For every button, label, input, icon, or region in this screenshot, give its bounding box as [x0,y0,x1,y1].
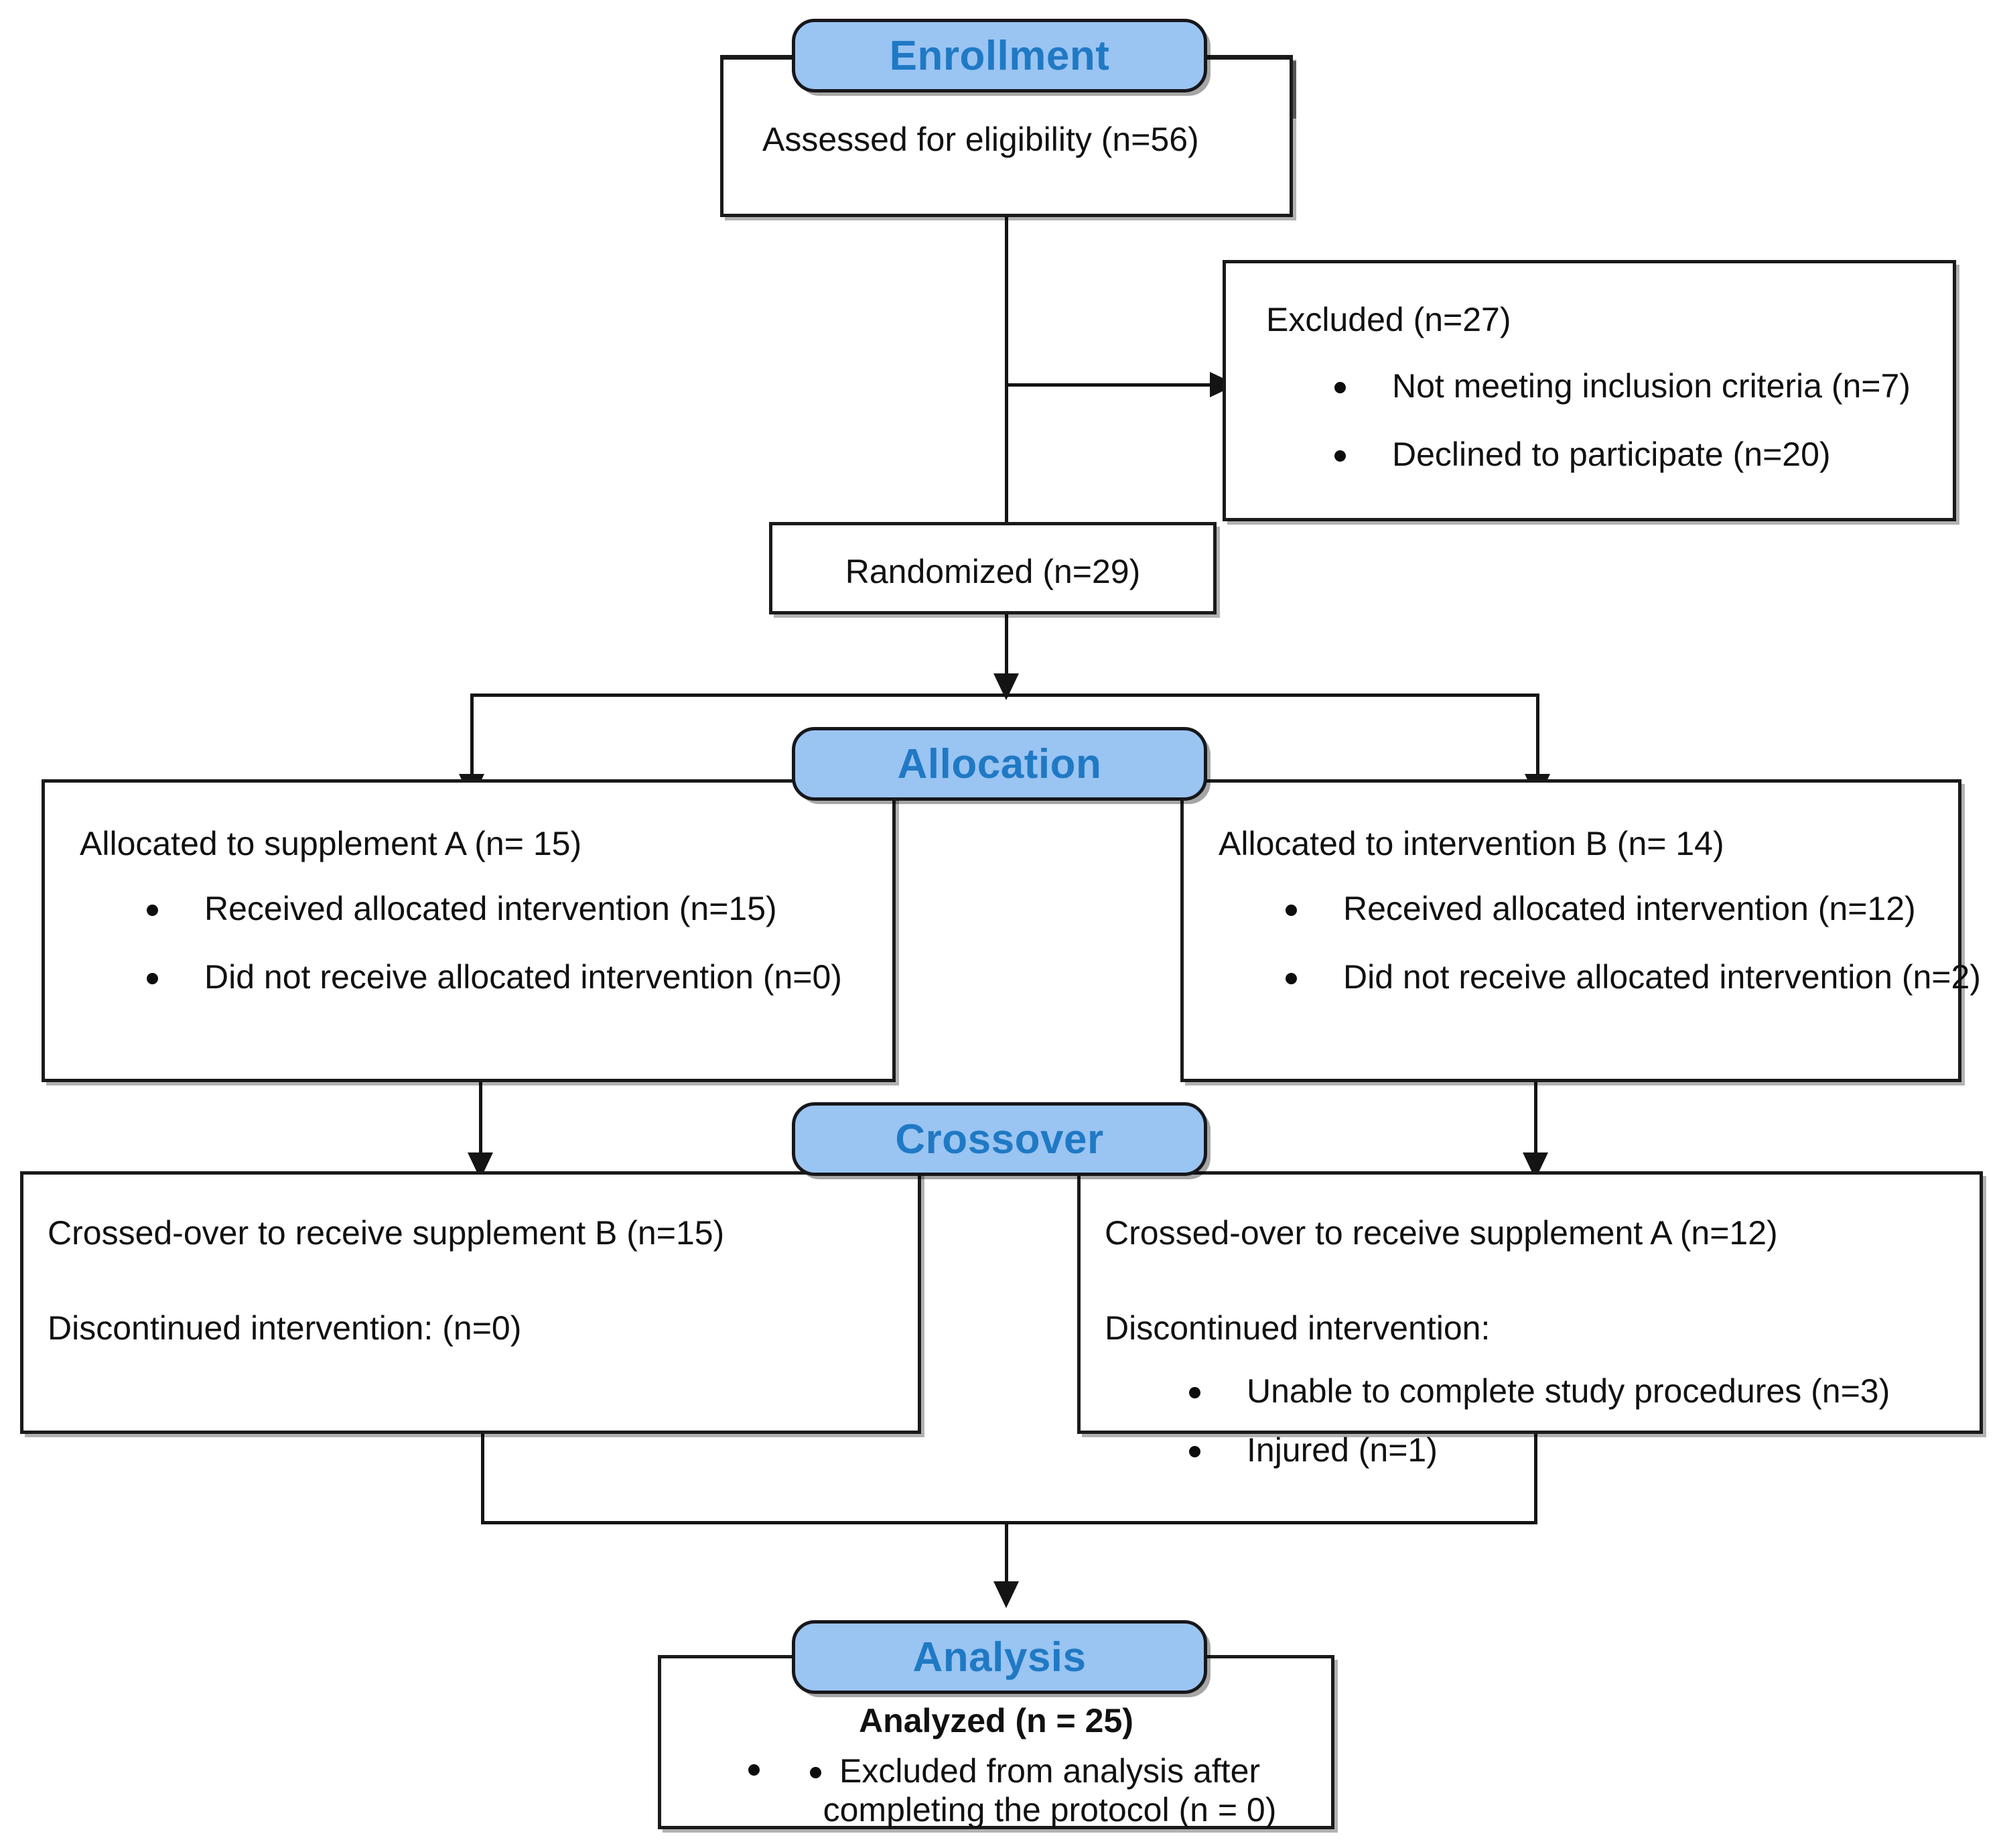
list-item: Excluded from analysis after completing … [795,1752,1304,1829]
node-crossover-right: Crossed-over to receive supplement A (n=… [1077,1171,1983,1469]
list-item: Did not receive allocated intervention (… [1271,958,1981,997]
stage-banner-enrollment: Enrollment [792,19,1207,92]
excluded-bullet-list: Not meeting inclusion criteria (n=7) Dec… [1320,367,1911,474]
analyzed-bullet-list: Excluded from analysis after completing … [795,1752,1304,1829]
list-item: Injured (n=1) [1174,1431,1890,1470]
crossover-right-bullet-list: Unable to complete study procedures (n=3… [1174,1372,1890,1490]
alloc-left-heading: Allocated to supplement A (n= 15) [80,825,582,862]
node-randomized: Randomized (n=29) [769,522,1217,614]
list-item: Received allocated intervention (n=12) [1271,890,1981,929]
alloc-left-bullet-list: Received allocated intervention (n=15) D… [132,890,842,996]
connector-assessed-to-randomized [1005,217,1008,522]
stage-banner-analysis: Analysis [792,1620,1207,1694]
assessed-for-eligibility-text: Assessed for eligibility (n=56) [762,121,1199,158]
list-item: Received allocated intervention (n=15) [132,890,842,929]
stage-banner-analysis-label: Analysis [912,1634,1087,1680]
list-item: Did not receive allocated intervention (… [132,958,842,997]
stage-banner-enrollment-label: Enrollment [889,32,1110,79]
stage-banner-crossover-label: Crossover [895,1116,1104,1163]
connector-crossover-left-merge-down [481,1434,484,1524]
connector-crossover-right-merge-down [1534,1434,1537,1524]
crossover-left-line1: Crossed-over to receive supplement B (n=… [48,1214,725,1252]
node-allocated-supplement-a: Allocated to supplement A (n= 15) Receiv… [42,779,896,1082]
alloc-right-heading: Allocated to intervention B (n= 14) [1219,825,1724,862]
connector-allocation-right-drop [1536,694,1539,779]
node-allocated-intervention-b: Allocated to intervention B (n= 14) Rece… [1180,779,1981,1082]
connector-to-excluded [1005,383,1213,387]
stage-banner-allocation: Allocation [792,727,1207,801]
analyzed-bullet-dot [748,1764,760,1776]
stage-banner-crossover: Crossover [792,1102,1207,1176]
arrow-to-analysis [993,1581,1019,1608]
list-item: Not meeting inclusion criteria (n=7) [1320,367,1911,406]
stage-banner-allocation-label: Allocation [897,740,1102,787]
connector-merge-to-analysis [1005,1521,1008,1585]
randomized-text: Randomized (n=29) [845,553,1141,590]
connector-alloc-right-to-crossover [1534,1082,1537,1157]
node-crossover-left: Crossed-over to receive supplement B (n=… [20,1171,921,1434]
connector-randomized-down [1005,614,1008,676]
crossover-left-line2: Discontinued intervention: (n=0) [48,1309,522,1347]
excluded-heading: Excluded (n=27) [1266,301,1511,338]
node-excluded: Excluded (n=27) Not meeting inclusion cr… [1223,260,1956,521]
analyzed-heading: Analyzed (n = 25) [859,1702,1133,1739]
connector-allocation-split-bar [470,694,1539,697]
connector-merge-bar [481,1521,1537,1524]
crossover-right-line2: Discontinued intervention: [1105,1309,1491,1347]
connector-allocation-left-drop [470,694,474,779]
list-item: Unable to complete study procedures (n=3… [1174,1372,1890,1411]
alloc-right-bullet-list: Received allocated intervention (n=12) D… [1271,890,1981,996]
connector-alloc-left-to-crossover [479,1082,482,1157]
list-item: Declined to participate (n=20) [1320,436,1911,474]
crossover-right-line1: Crossed-over to receive supplement A (n=… [1105,1214,1778,1252]
